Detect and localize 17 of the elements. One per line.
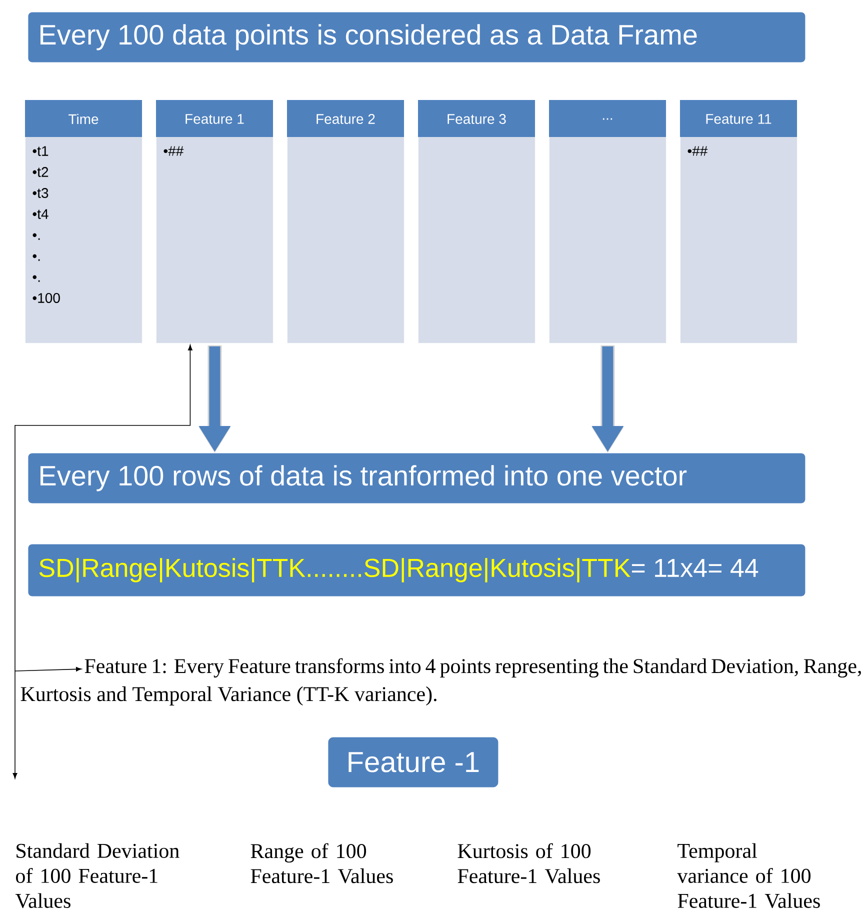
banner: Every 100 data points is considered as a Data Frame	[28, 12, 806, 62]
stat-text: Temporal variance of 100 Feature-1 Values	[677, 843, 820, 908]
banner: Every 100 rows of data is tranformed into one vector	[28, 453, 806, 504]
stat-text: Standard Deviation of 100 Feature-1 Values	[15, 843, 180, 908]
stat-text: Kurtosis of 100 Feature-1 Values	[458, 843, 600, 884]
connector-line	[12, 344, 192, 779]
description-text: Feature 1: Every Feature transforms into 4 points representing the Standard Deviation, Range, Kurtosis and Temporal Variance (TT-K variance).	[20, 658, 861, 706]
column-card: Feature 11 •##	[680, 100, 798, 344]
stat-text: Range of 100 Feature-1 Values	[250, 843, 393, 884]
column-card: Feature 3	[418, 100, 536, 344]
column-card: Time •t1 •t2 •t3 •t4 •. •. •. •100	[25, 100, 142, 344]
button-box: Feature -1	[328, 737, 498, 788]
connector-line	[14, 666, 82, 672]
column-card: ...	[549, 100, 666, 344]
column-card: Feature 1 •##	[156, 100, 274, 344]
banner: SD|Range|Kutosis|TTK........SD|Range|Kutosis|TTK= 11x4= 44	[28, 544, 806, 596]
column-card: Feature 2	[287, 100, 404, 344]
